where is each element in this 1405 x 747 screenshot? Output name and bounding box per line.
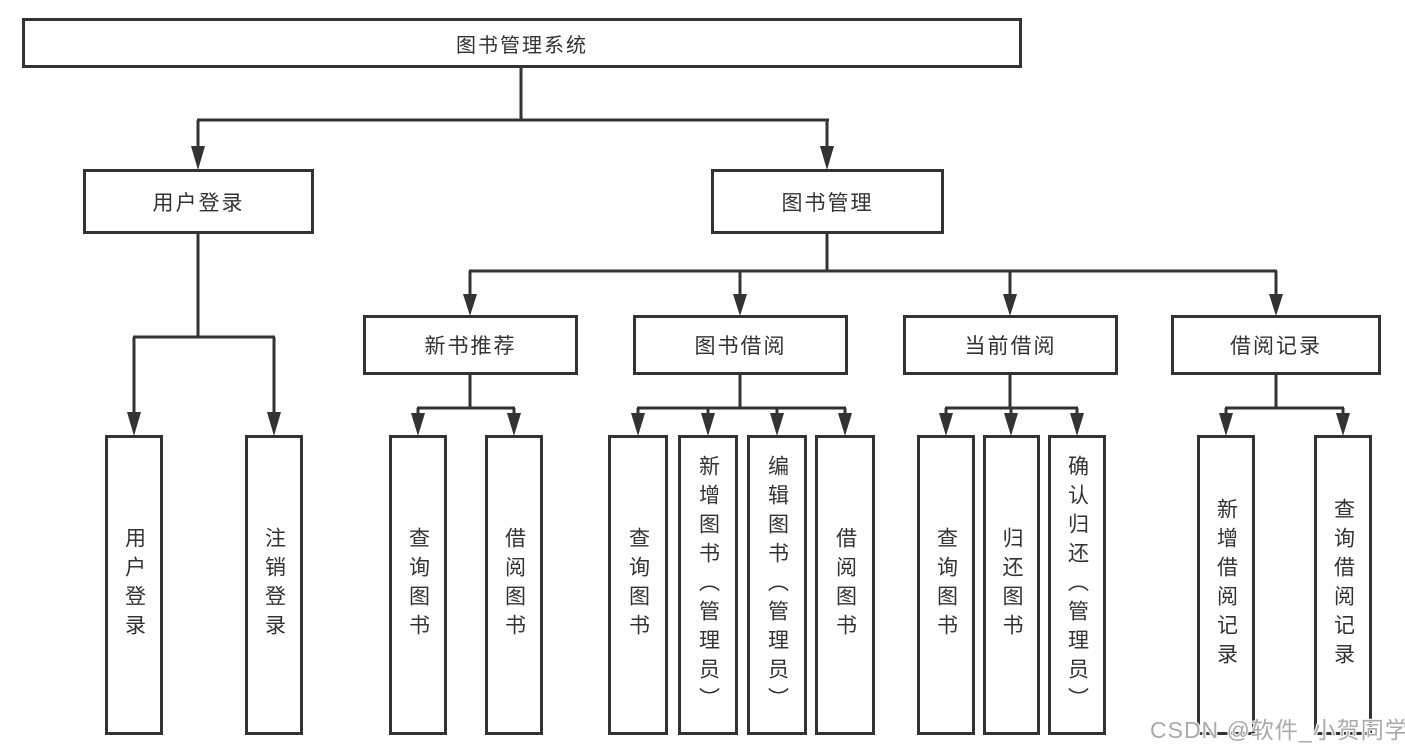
node-book-management: 图书管理 — [711, 169, 944, 234]
arrowhead-icon — [507, 413, 521, 436]
leaf-nb-query-book-label: 查询图书 — [406, 527, 430, 643]
node-library-system: 图书管理系统 — [22, 18, 1022, 68]
arrowhead-icon — [838, 413, 852, 436]
arrowhead-icon — [820, 146, 834, 170]
arrowhead-icon — [1070, 413, 1084, 436]
leaf-cb-return-book-label: 归还图书 — [1000, 527, 1023, 643]
arrowhead-icon — [191, 146, 205, 170]
node-borrow-records-label: 借阅记录 — [1230, 335, 1322, 358]
leaf-nb-borrow-book: 借阅图书 — [485, 435, 543, 735]
leaf-bb-query-book: 查询图书 — [608, 435, 668, 735]
arrowhead-icon — [631, 413, 645, 436]
node-library-system-label: 图书管理系统 — [456, 34, 588, 57]
arrowhead-icon — [1003, 294, 1017, 316]
leaf-bb-edit-book-admin: 编辑图书（管理员） — [747, 435, 807, 735]
arrowhead-icon — [127, 412, 141, 436]
leaf-nb-borrow-book-label: 借阅图书 — [502, 527, 526, 643]
arrowhead-icon — [733, 294, 747, 316]
leaf-nb-query-book: 查询图书 — [389, 435, 447, 735]
leaf-cb-query-book-label: 查询图书 — [934, 527, 958, 643]
node-new-book-recommend: 新书推荐 — [363, 315, 578, 375]
arrowheads — [127, 146, 1350, 436]
arrowhead-icon — [1269, 294, 1283, 316]
leaf-bb-query-book-label: 查询图书 — [626, 527, 650, 643]
node-current-borrow: 当前借阅 — [903, 315, 1118, 375]
leaf-logout: 注销登录 — [245, 435, 303, 735]
arrowhead-icon — [701, 413, 715, 436]
node-user-login-label: 用户登录 — [152, 191, 245, 215]
node-book-borrow-label: 图书借阅 — [694, 335, 787, 358]
leaf-rec-query-record: 查询借阅记录 — [1314, 435, 1372, 735]
leaf-bb-add-book-admin: 新增图书（管理员） — [678, 435, 738, 735]
csdn-watermark: CSDN @软件_小贺同学 — [1150, 717, 1405, 743]
leaf-bb-edit-book-admin-label: 编辑图书（管理员） — [765, 454, 789, 716]
leaf-bb-borrow-book-label: 借阅图书 — [833, 527, 857, 643]
leaf-cb-confirm-return-admin: 确认归还（管理员） — [1048, 435, 1106, 735]
leaf-rec-query-record-label: 查询借阅记录 — [1331, 498, 1355, 672]
leaf-cb-confirm-return-admin-label: 确认归还（管理员） — [1065, 454, 1089, 716]
node-book-borrow: 图书借阅 — [633, 315, 848, 375]
leaf-bb-borrow-book: 借阅图书 — [815, 435, 875, 735]
node-new-book-recommend-label: 新书推荐 — [424, 335, 517, 358]
node-borrow-records: 借阅记录 — [1171, 315, 1381, 375]
leaf-user-login: 用户登录 — [105, 435, 163, 735]
arrowhead-icon — [267, 412, 281, 436]
leaf-user-login-label: 用户登录 — [122, 527, 146, 643]
arrowhead-icon — [1004, 413, 1018, 436]
leaf-cb-return-book: 归还图书 — [983, 435, 1040, 735]
arrowhead-icon — [770, 413, 784, 436]
node-user-login: 用户登录 — [83, 169, 314, 234]
arrowhead-icon — [1336, 413, 1350, 436]
leaf-rec-add-record-label: 新增借阅记录 — [1214, 498, 1238, 672]
leaf-bb-add-book-admin-label: 新增图书（管理员） — [696, 454, 720, 716]
arrowhead-icon — [1219, 413, 1233, 436]
arrowhead-icon — [939, 413, 953, 436]
leaf-logout-label: 注销登录 — [262, 527, 286, 643]
leaf-rec-add-record: 新增借阅记录 — [1197, 435, 1255, 735]
node-current-borrow-label: 当前借阅 — [964, 335, 1057, 358]
leaf-cb-query-book: 查询图书 — [917, 435, 975, 735]
arrowhead-icon — [411, 413, 425, 436]
arrowhead-icon — [463, 294, 477, 316]
node-book-management-label: 图书管理 — [781, 191, 874, 215]
